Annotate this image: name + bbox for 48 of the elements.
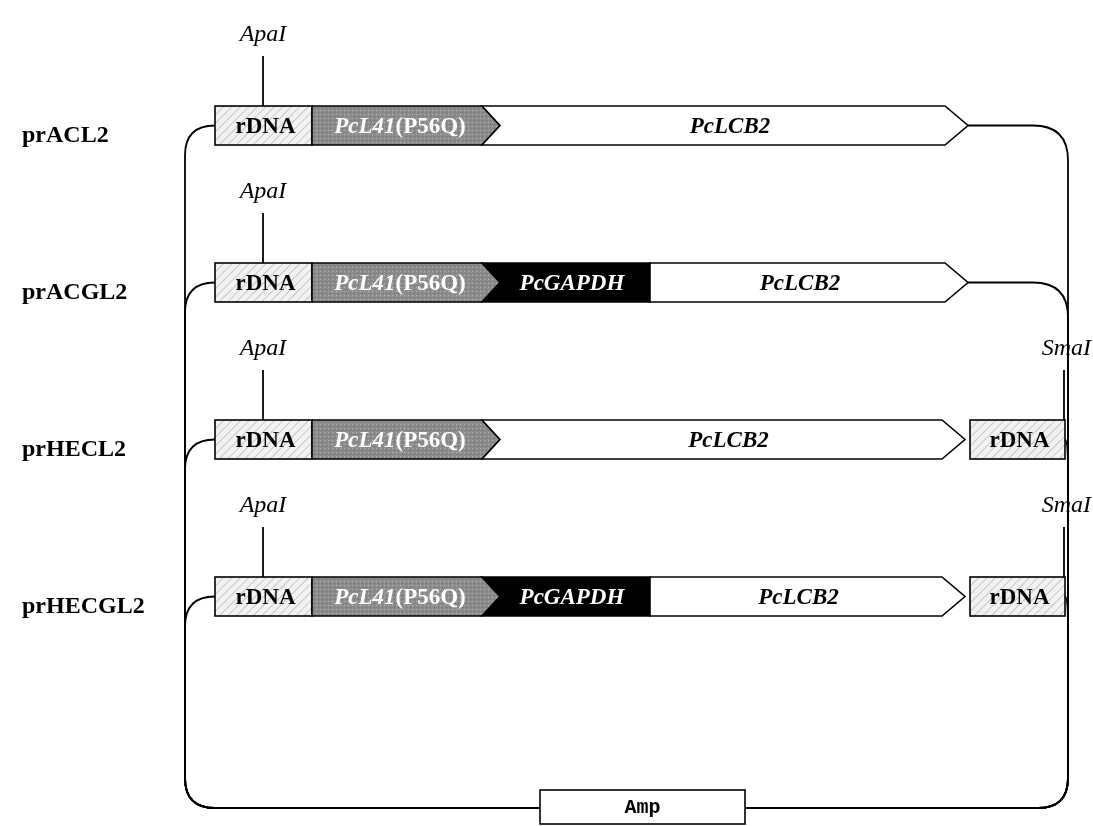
promoter-segment	[482, 577, 650, 616]
segment-label: PcGAPDH	[518, 583, 625, 610]
promoter-segment	[312, 420, 500, 459]
segment-label: rDNA	[234, 426, 296, 453]
rdna-segment	[215, 263, 312, 302]
gene-segment	[482, 106, 968, 145]
rdna-segment	[970, 577, 1065, 616]
construct-name: prACL2	[22, 120, 109, 148]
rdna-segment	[215, 577, 312, 616]
leader-line	[262, 526, 264, 578]
segment-label: rDNA	[234, 269, 296, 296]
segment-label: PcL41(P56Q)	[334, 583, 467, 610]
gene-segment	[482, 420, 965, 459]
segment-label: PcGAPDH	[518, 269, 625, 296]
segment-label: PcL41(P56Q)	[334, 426, 467, 453]
marker-gene-box	[540, 790, 745, 824]
segment-label: PcLCB2	[687, 426, 769, 453]
leader-line	[262, 55, 264, 107]
restriction-site-label: ApaI	[239, 490, 287, 518]
restriction-site-label: ApaI	[239, 176, 287, 204]
promoter-segment	[482, 263, 650, 302]
leader-line	[262, 212, 264, 264]
leader-line	[1063, 369, 1065, 421]
leader-line	[1063, 526, 1065, 578]
promoter-segment	[312, 263, 500, 302]
restriction-site-label: ApaI	[239, 333, 287, 361]
rdna-segment	[970, 420, 1065, 459]
construct-name: prHECGL2	[22, 591, 145, 619]
rdna-segment	[215, 420, 312, 459]
gene-segment	[650, 577, 965, 616]
segment-label: rDNA	[988, 426, 1050, 453]
segment-label: PcLCB2	[758, 583, 840, 610]
construct-name: prHECL2	[22, 434, 126, 462]
segment-label: rDNA	[234, 112, 296, 139]
segment-label: PcLCB2	[759, 269, 842, 296]
segment-label: PcLCB2	[688, 112, 771, 139]
rdna-segment	[215, 106, 312, 145]
leader-line	[262, 369, 264, 421]
promoter-segment	[312, 577, 500, 616]
gene-segment	[650, 263, 968, 302]
segment-label: Amp	[624, 795, 661, 819]
construct-name: prACGL2	[22, 277, 128, 305]
promoter-segment	[312, 106, 500, 145]
segment-label: PcL41(P56Q)	[334, 112, 467, 139]
segment-label: rDNA	[234, 583, 296, 610]
segment-label: rDNA	[988, 583, 1050, 610]
restriction-site-label: ApaI	[239, 19, 287, 47]
segment-label: PcL41(P56Q)	[334, 269, 467, 296]
